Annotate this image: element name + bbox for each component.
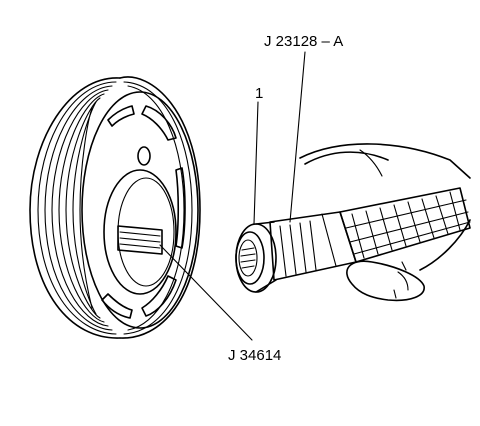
seal-installer-j23128a	[235, 187, 471, 293]
label-j34614: J 34614	[228, 347, 281, 364]
label-callout-1: 1	[255, 85, 263, 102]
label-j23128a: J 23128 – A	[264, 33, 343, 50]
crankshaft-pulley	[29, 76, 201, 339]
pulley-grooves	[29, 77, 193, 339]
seal-adapter-ring	[235, 221, 277, 293]
knurled-grip	[345, 191, 471, 259]
leader-lines	[159, 51, 306, 341]
installer-shaft-j34614	[117, 225, 163, 255]
pulley-windows	[101, 105, 186, 319]
